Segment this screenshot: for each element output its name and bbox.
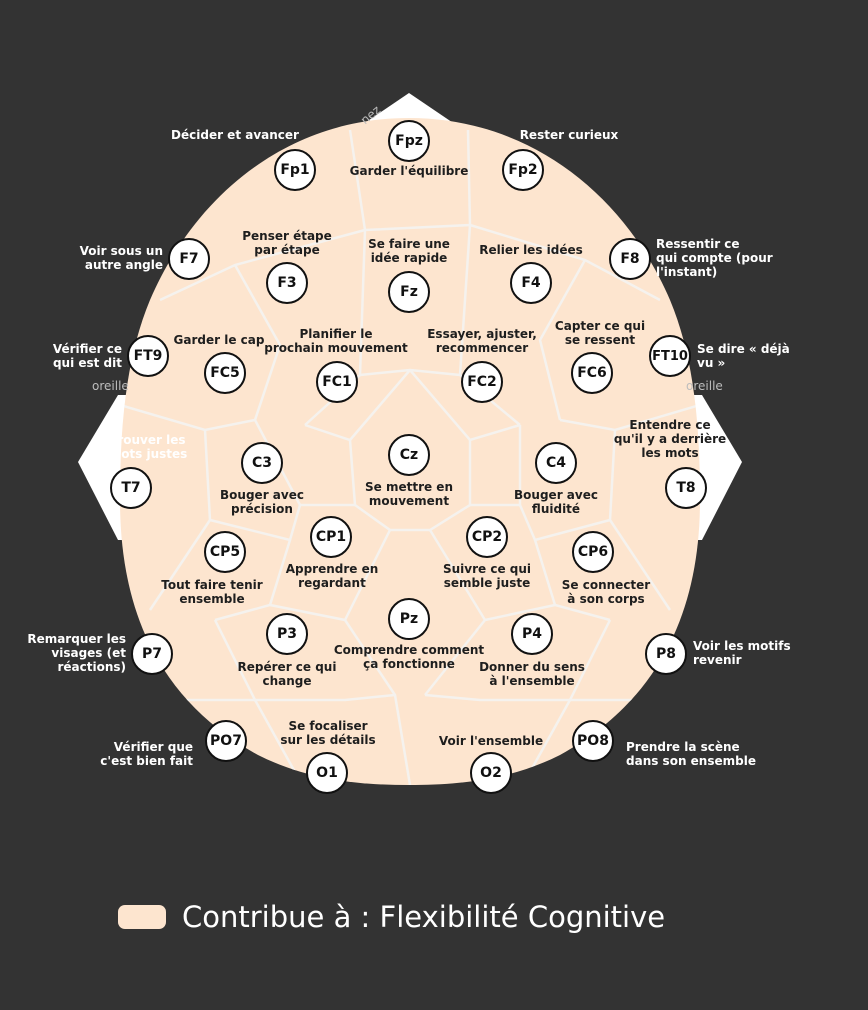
electrode-label-p4: Donner du sens à l'ensemble	[479, 660, 585, 688]
electrode-cz: Cz	[388, 434, 430, 476]
electrode-label-ft9: Vérifier ce qui est dit	[52, 342, 122, 370]
electrode-label-o2: Voir l'ensemble	[438, 734, 544, 748]
electrode-t7: T7	[110, 467, 152, 509]
electrode-label-cp6: Se connecter à son corps	[561, 578, 651, 606]
legend-text: Contribue à : Flexibilité Cognitive	[182, 900, 666, 934]
electrode-label-fc1: Planifier le prochain mouvement	[264, 327, 408, 355]
electrode-label-fp2: Rester curieux	[519, 128, 619, 142]
electrode-cp5: CP5	[204, 531, 246, 573]
electrode-cp6: CP6	[572, 531, 614, 573]
electrode-label-cp1: Apprendre en regardant	[285, 562, 379, 590]
electrode-label-fp1: Décider et avancer	[171, 128, 299, 142]
electrode-label-c4: Bouger avec fluidité	[514, 488, 598, 516]
electrode-label-p7: Remarquer les visages (et réactions)	[27, 632, 126, 674]
electrode-p7: P7	[131, 633, 173, 675]
electrode-cp2: CP2	[466, 516, 508, 558]
electrode-label-cz: Se mettre en mouvement	[365, 480, 453, 508]
electrode-label-cp2: Suivre ce qui semble juste	[442, 562, 532, 590]
electrode-label-fz: Se faire une idée rapide	[368, 237, 450, 265]
electrode-label-ft10: Se dire « déjà vu »	[697, 342, 790, 370]
electrode-pz: Pz	[388, 598, 430, 640]
electrode-label-fc5: Garder le cap	[173, 333, 265, 347]
electrode-label-cp5: Tout faire tenir ensemble	[161, 578, 263, 606]
electrode-po8: PO8	[572, 720, 614, 762]
electrode-f8: F8	[609, 238, 651, 280]
electrode-fc2: FC2	[461, 361, 503, 403]
electrode-c4: C4	[535, 442, 577, 484]
electrode-label-o1: Se focaliser sur les détails	[280, 719, 376, 747]
electrode-f7: F7	[168, 238, 210, 280]
electrode-fc5: FC5	[204, 352, 246, 394]
electrode-p3: P3	[266, 613, 308, 655]
electrode-fpz: Fpz	[388, 120, 430, 162]
electrode-fp2: Fp2	[502, 149, 544, 191]
electrode-p4: P4	[511, 613, 553, 655]
electrode-ft9: FT9	[127, 335, 169, 377]
electrode-p8: P8	[645, 633, 687, 675]
electrode-po7: PO7	[205, 720, 247, 762]
electrode-label-pz: Comprendre comment ça fonctionne	[333, 643, 485, 671]
electrode-cp1: CP1	[310, 516, 352, 558]
electrode-label-t7: Trouver les mots justes	[108, 433, 188, 461]
electrode-label-f3: Penser étape par étape	[242, 229, 332, 257]
electrode-label-f7: Voir sous un autre angle	[79, 244, 163, 272]
electrode-label-p3: Repérer ce qui change	[237, 660, 337, 688]
electrode-label-t8: Entendre ce qu'il y a derrière les mots	[613, 418, 727, 460]
electrode-label-fpz: Garder l'équilibre	[349, 164, 469, 178]
electrode-label-f4: Relier les idées	[479, 243, 583, 257]
electrode-fc1: FC1	[316, 361, 358, 403]
electrode-label-p8: Voir les motifs revenir	[693, 639, 791, 667]
electrode-fp1: Fp1	[274, 149, 316, 191]
electrode-label-f8: Ressentir ce qui compte (pour l'instant)	[656, 237, 773, 279]
electrode-f4: F4	[510, 262, 552, 304]
electrode-label-fc6: Capter ce qui se ressent	[554, 319, 646, 347]
electrode-f3: F3	[266, 262, 308, 304]
electrode-fc6: FC6	[571, 352, 613, 394]
region-borders	[120, 129, 700, 785]
electrode-c3: C3	[241, 442, 283, 484]
electrode-t8: T8	[665, 467, 707, 509]
electrode-ft10: FT10	[649, 335, 691, 377]
electrode-fz: Fz	[388, 271, 430, 313]
electrode-label-po7: Vérifier que c'est bien fait	[100, 740, 193, 768]
electrode-label-po8: Prendre la scène dans son ensemble	[626, 740, 756, 768]
legend: Contribue à : Flexibilité Cognitive	[118, 900, 665, 934]
ear-right-label: oreille	[686, 379, 723, 393]
ear-left-label: oreille	[92, 379, 129, 393]
electrode-o1: O1	[306, 752, 348, 794]
legend-swatch	[118, 905, 166, 929]
electrode-o2: O2	[470, 752, 512, 794]
electrode-label-c3: Bouger avec précision	[220, 488, 304, 516]
electrode-label-fc2: Essayer, ajuster, recommencer	[427, 327, 537, 355]
